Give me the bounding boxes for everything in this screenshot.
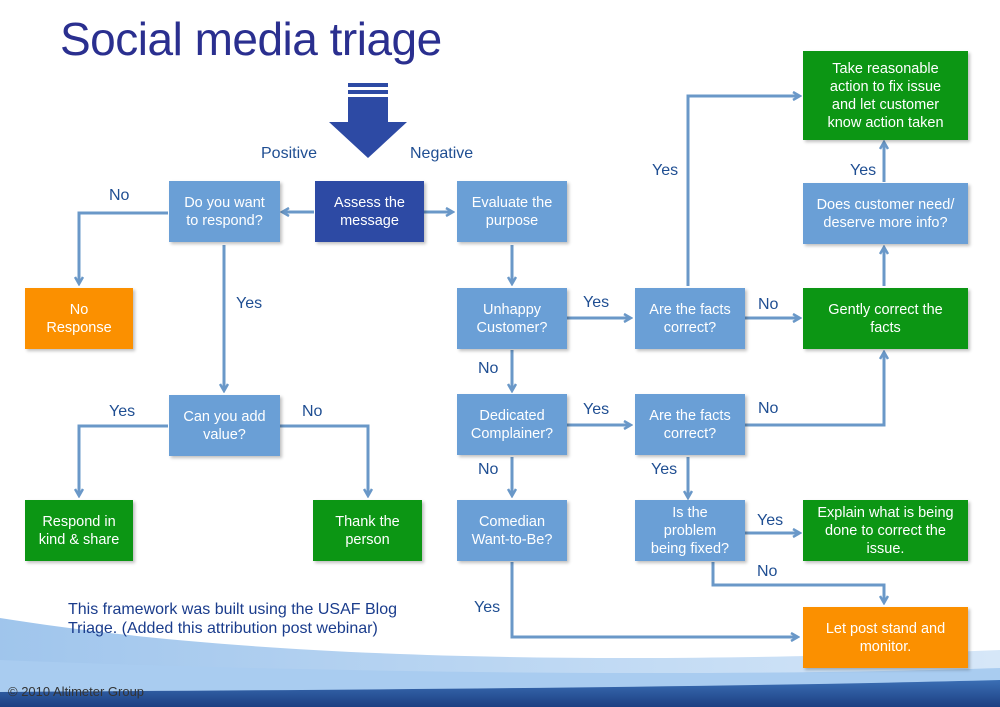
connector-yes-add (79, 424, 168, 495)
node-correct-facts: Gently correct the facts (803, 288, 968, 349)
label-positive: Positive (261, 145, 318, 162)
node-assess-message: Assess the message (315, 181, 424, 242)
label-no-add: No (302, 403, 323, 420)
connector-no-respond (79, 211, 168, 283)
label-negative: Negative (410, 145, 474, 162)
node-respond-in-kind: Respond in kind & share (25, 500, 133, 561)
label-yes-respond: Yes (236, 295, 263, 312)
label-yes-facts-top: Yes (652, 162, 679, 179)
attribution-note: This framework was built using the USAF … (68, 601, 398, 637)
connector-no-facts-bottom (745, 353, 884, 427)
node-comedian: Comedian Want-to-Be? (457, 500, 567, 561)
node-explain: Explain what is being done to correct th… (803, 500, 968, 561)
label-no-facts-top: No (758, 296, 779, 313)
connector-yes-comedian (510, 562, 797, 637)
label-yes-dedicated: Yes (583, 401, 610, 418)
node-facts-correct-top: Are the facts correct? (635, 288, 745, 349)
node-add-value: Can you add value? (169, 395, 280, 456)
node-more-info: Does customer need/ deserve more info? (803, 183, 968, 244)
connector-yes-facts-top (686, 96, 799, 286)
label-no-dedicated: No (478, 461, 499, 478)
copyright: © 2010 Altimeter Group (8, 684, 145, 699)
node-take-action: Take reasonable action to fix issue and … (803, 51, 968, 140)
node-problem-being-fixed: Is the problem being fixed? (635, 500, 745, 561)
label-no-fixed: No (757, 563, 778, 580)
label-no-facts-bottom: No (758, 400, 779, 417)
node-let-post-stand: Let post stand and monitor. (803, 607, 968, 668)
node-thank-person: Thank the person (313, 500, 422, 561)
node-evaluate-purpose: Evaluate the purpose (457, 181, 567, 242)
node-dedicated-complainer: Dedicated Complainer? (457, 394, 567, 455)
label-yes-fixed: Yes (757, 512, 784, 529)
label-yes-comedian: Yes (474, 599, 501, 616)
node-want-to-respond: Do you want to respond? (169, 181, 280, 242)
connector-no-fixed (711, 562, 884, 602)
label-yes-unhappy: Yes (583, 294, 610, 311)
label-no-respond: No (109, 187, 130, 204)
node-unhappy-customer: Unhappy Customer? (457, 288, 567, 349)
page-title: Social media triage (60, 13, 442, 65)
node-facts-correct-bottom: Are the facts correct? (635, 394, 745, 455)
label-no-unhappy: No (478, 360, 499, 377)
entry-arrow-icon (329, 83, 407, 158)
label-yes-add: Yes (109, 403, 136, 420)
connector-no-add (280, 424, 368, 495)
label-yes-facts-bottom: Yes (651, 461, 678, 478)
label-yes-more-info: Yes (850, 162, 877, 179)
node-no-response: No Response (25, 288, 133, 349)
